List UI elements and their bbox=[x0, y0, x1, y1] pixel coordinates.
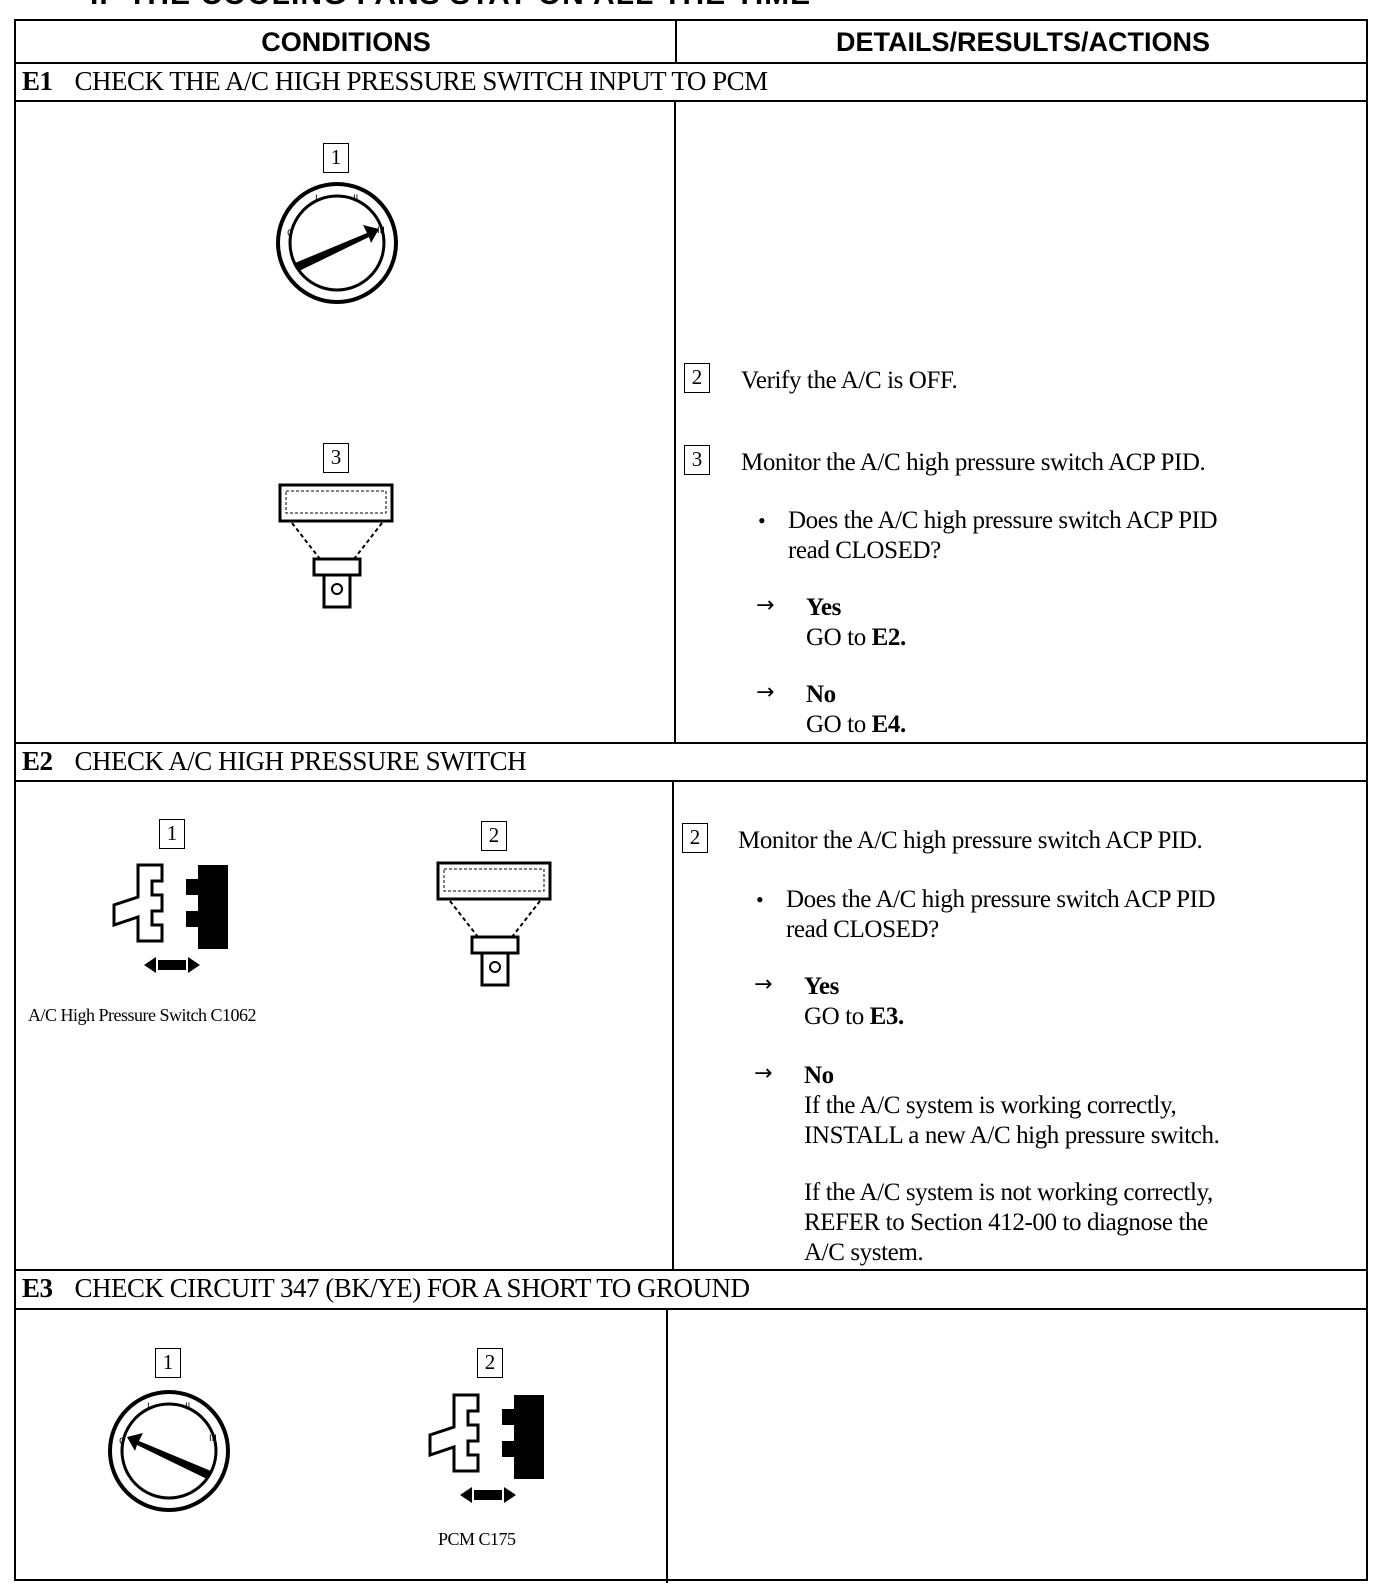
bullet-icon: • bbox=[756, 887, 764, 912]
scan-tool-icon bbox=[278, 483, 394, 609]
svg-text:II: II bbox=[353, 194, 358, 204]
divider bbox=[672, 780, 674, 1269]
step-text: Verify the A/C is OFF. bbox=[741, 367, 958, 394]
answer-label: Yes bbox=[804, 973, 839, 1000]
question-text: read CLOSED? bbox=[788, 537, 941, 564]
svg-text:0: 0 bbox=[287, 229, 293, 239]
step-number-box: 3 bbox=[684, 445, 710, 475]
divider bbox=[666, 1308, 668, 1583]
svg-text:II: II bbox=[185, 1402, 190, 1412]
step-number-box: 1 bbox=[323, 143, 349, 173]
answer-label: No bbox=[804, 1062, 834, 1089]
ignition-switch-off-icon: 0 I II III bbox=[108, 1390, 230, 1512]
answer-action: GO to E3. bbox=[804, 1003, 904, 1030]
divider bbox=[16, 742, 1366, 744]
answer-label: No bbox=[806, 681, 836, 708]
divider bbox=[675, 21, 677, 62]
divider bbox=[16, 100, 1366, 102]
divider bbox=[16, 62, 1366, 64]
svg-text:III: III bbox=[209, 1434, 217, 1444]
connector-caption: PCM C175 bbox=[438, 1529, 516, 1549]
step-number-box: 1 bbox=[159, 819, 185, 849]
connector-disconnect-icon bbox=[428, 1393, 544, 1503]
step-text: Monitor the A/C high pressure switch ACP… bbox=[741, 449, 1206, 476]
svg-text:I: I bbox=[315, 194, 318, 204]
answer-action: INSTALL a new A/C high pressure switch. bbox=[804, 1122, 1220, 1149]
answer-label: Yes bbox=[806, 594, 841, 621]
step-number-box: 2 bbox=[684, 363, 710, 393]
scan-tool-icon bbox=[436, 861, 552, 987]
answer-action: GO to E2. bbox=[806, 624, 906, 651]
page-header: IF THE COOLING FANS STAY ON ALL THE TIME bbox=[90, 0, 811, 12]
divider bbox=[674, 100, 676, 742]
svg-text:III: III bbox=[377, 226, 385, 236]
bullet-icon: • bbox=[758, 508, 766, 533]
arrow-right-icon: → bbox=[754, 1061, 773, 1086]
arrow-right-icon: → bbox=[756, 680, 775, 705]
step-number-box: 3 bbox=[323, 443, 349, 473]
answer-action: If the A/C system is not working correct… bbox=[804, 1179, 1213, 1206]
divider bbox=[16, 1269, 1366, 1271]
step-text: Monitor the A/C high pressure switch ACP… bbox=[738, 827, 1203, 854]
divider bbox=[16, 1308, 1366, 1310]
step-number-box: 1 bbox=[155, 1348, 181, 1378]
connector-caption: A/C High Pressure Switch C1062 bbox=[28, 1005, 257, 1025]
step-number-box: 2 bbox=[477, 1348, 503, 1378]
answer-action: A/C system. bbox=[804, 1239, 924, 1266]
svg-text:I: I bbox=[147, 1402, 150, 1412]
answer-action: REFER to Section 412-00 to diagnose the bbox=[804, 1209, 1208, 1236]
arrow-right-icon: → bbox=[754, 972, 773, 997]
answer-action: If the A/C system is working correctly, bbox=[804, 1092, 1177, 1119]
question-text: read CLOSED? bbox=[786, 916, 939, 943]
divider bbox=[16, 780, 1366, 782]
ignition-switch-on-icon: 0 I II III bbox=[276, 182, 398, 304]
step-number-box: 2 bbox=[682, 823, 708, 853]
svg-text:0: 0 bbox=[119, 1437, 125, 1447]
arrow-right-icon: → bbox=[756, 593, 775, 618]
conditions-column-header: CONDITIONS bbox=[261, 27, 431, 57]
connector-disconnect-icon bbox=[112, 863, 228, 973]
details-column-header: DETAILS/RESULTS/ACTIONS bbox=[835, 27, 1210, 57]
question-text: Does the A/C high pressure switch ACP PI… bbox=[788, 507, 1218, 534]
question-text: Does the A/C high pressure switch ACP PI… bbox=[786, 886, 1216, 913]
answer-action: GO to E4. bbox=[806, 711, 906, 738]
step-number-box: 2 bbox=[481, 821, 507, 851]
